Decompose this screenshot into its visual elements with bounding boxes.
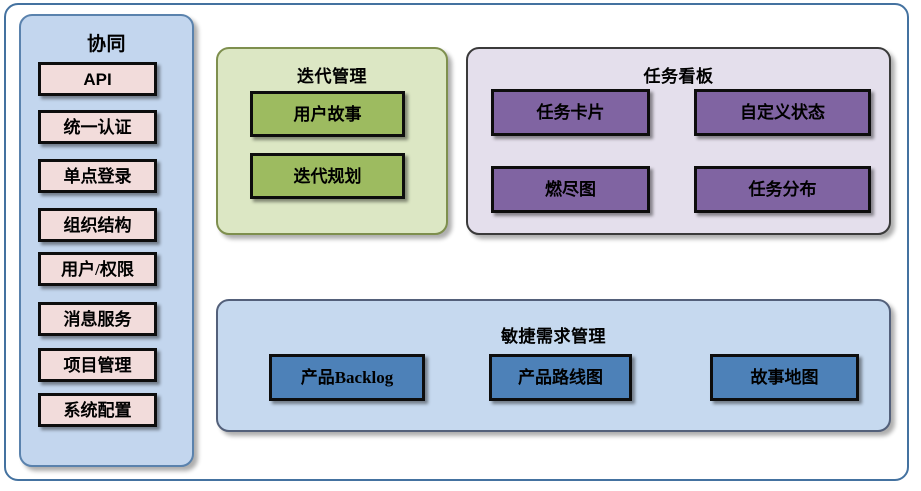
agile-item-story-map[interactable]: 故事地图 [710,354,859,401]
sidebar-item-message-service[interactable]: 消息服务 [38,302,157,336]
panel-iteration-management[interactable]: 迭代管理 [216,47,448,235]
sidebar-item-user-permission[interactable]: 用户/权限 [38,252,157,286]
panel-iteration-management-title: 迭代管理 [297,67,367,86]
iteration-item-iteration-planning[interactable]: 迭代规划 [250,153,405,199]
taskboard-item-task-card[interactable]: 任务卡片 [491,89,650,136]
sidebar-item-api[interactable]: API [38,62,157,96]
taskboard-item-custom-status[interactable]: 自定义状态 [694,89,871,136]
panel-collaboration-title: 协同 [86,34,126,55]
sidebar-item-system-config[interactable]: 系统配置 [38,393,157,427]
agile-item-product-backlog[interactable]: 产品Backlog [269,354,425,401]
panel-agile-requirement-management-title: 敏捷需求管理 [501,327,606,346]
taskboard-item-task-distribution[interactable]: 任务分布 [694,166,871,213]
taskboard-item-burndown-chart[interactable]: 燃尽图 [491,166,650,213]
sidebar-item-sso[interactable]: 单点登录 [38,159,157,193]
sidebar-item-unified-auth[interactable]: 统一认证 [38,110,157,144]
panel-task-board-title: 任务看板 [643,67,714,86]
sidebar-item-org-structure[interactable]: 组织结构 [38,208,157,242]
outer-frame [4,3,909,481]
agile-item-product-roadmap[interactable]: 产品路线图 [489,354,632,401]
iteration-item-user-story[interactable]: 用户故事 [250,91,405,137]
sidebar-item-project-management[interactable]: 项目管理 [38,348,157,382]
